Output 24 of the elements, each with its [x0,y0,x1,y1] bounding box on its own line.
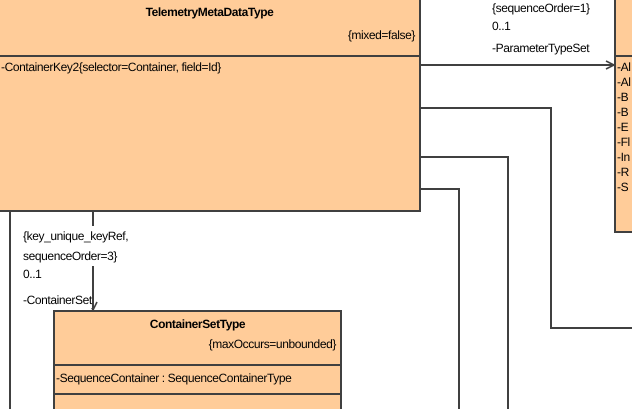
class-constraint: {maxOccurs=unbounded} [208,337,336,351]
connector-line [421,188,460,409]
class-attribute: -E [616,120,630,135]
class-attribute: -Fl [616,135,631,150]
connector-line [9,212,11,409]
class-attribute: -ContainerKey2{selector=Container, field=Id} [0,60,222,75]
role-name: -ContainerSet [23,292,92,308]
class-attribute: -B [616,105,630,120]
class-name: ContainerSetType [148,316,246,331]
class-box [53,310,342,409]
class-attribute: -Al [616,60,632,75]
class-attribute: -In [616,150,631,165]
class-attribute: -SequenceContainer : SequenceContainerType [55,371,292,386]
association-arrow [421,60,615,70]
class-attribute: -Al [616,75,632,90]
connector-line [421,156,509,409]
class-constraint: {mixed=false} [348,28,415,42]
constraint-text: {sequenceOrder=1} [492,0,590,16]
class-attribute: -S [616,180,630,195]
class-attribute: -R [616,165,630,180]
class-name: TelemetryMetaDataType [144,4,274,19]
class-box [0,0,421,212]
class-attribute: -B [616,90,630,105]
connector-line [421,107,632,329]
